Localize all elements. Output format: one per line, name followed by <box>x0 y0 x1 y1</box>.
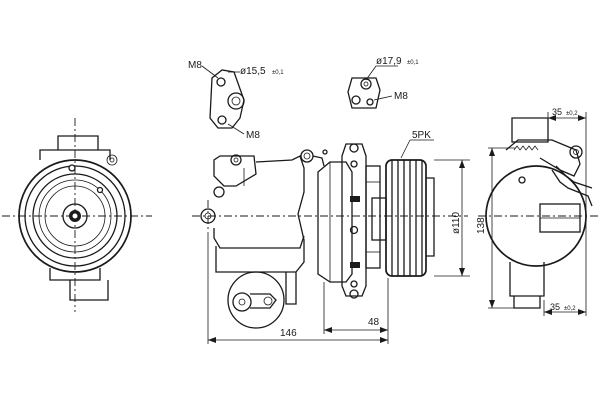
flange-left-detail: M8 ø15,5 ±0,1 M8 <box>188 60 284 141</box>
label-tolerance-bottom: ±0,2 <box>564 306 576 312</box>
front-view <box>2 118 152 312</box>
label-belt-5pk: 5PK <box>412 130 431 141</box>
label-diameter-110: ø110 <box>451 212 462 234</box>
flange-right-detail: ø17,9 ±0,1 M8 <box>347 56 419 109</box>
label-height-138: 138 <box>476 217 487 234</box>
rear-view: 138 35 ±0,2 35 ±0,2 <box>476 107 598 316</box>
label-offset-35-bottom: 35 <box>550 302 560 312</box>
label-tolerance-top: ±0,2 <box>566 111 578 117</box>
label-length-146: 146 <box>280 328 297 339</box>
side-view: 5PK ø110 146 48 <box>192 130 470 344</box>
label-diameter-15-5: ø15,5 <box>240 66 266 77</box>
label-diameter-17-9: ø17,9 <box>376 56 402 67</box>
label-tolerance-a: ±0,1 <box>272 70 284 76</box>
label-tolerance-b: ±0,1 <box>407 60 419 66</box>
label-m8-bottom: M8 <box>246 130 260 141</box>
label-length-48: 48 <box>368 317 380 328</box>
label-offset-35-top: 35 <box>552 107 562 117</box>
label-m8-top: M8 <box>188 60 202 71</box>
label-m8-right: M8 <box>394 91 408 102</box>
